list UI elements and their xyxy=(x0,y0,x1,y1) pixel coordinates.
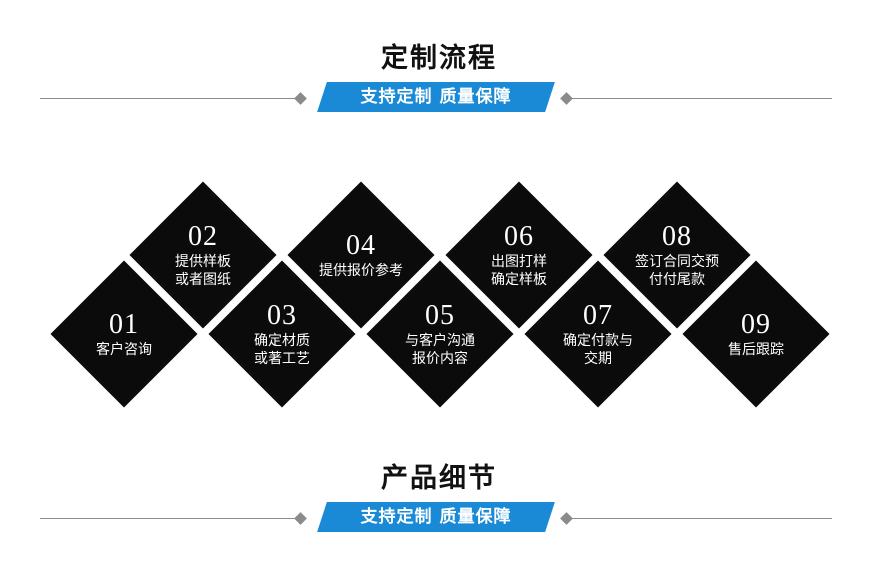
decorative-diamond-dot-left-bottom xyxy=(294,512,307,525)
top-section-title: 定制流程 xyxy=(381,43,497,74)
decorative-rule-right xyxy=(570,98,832,99)
decorative-rule-left xyxy=(40,98,300,99)
bottom-banner-text: 支持定制 质量保障 xyxy=(360,507,512,527)
bottom-section-title: 产品细节 xyxy=(381,463,497,494)
flow-step-diamond-shape xyxy=(682,260,830,408)
bottom-header-decoration-row: 支持定制 质量保障 xyxy=(0,502,878,536)
decorative-rule-right-bottom xyxy=(570,518,832,519)
decorative-diamond-dot-left xyxy=(294,92,307,105)
decorative-rule-left-bottom xyxy=(40,518,300,519)
top-section-header: 定制流程 支持定制 质量保障 xyxy=(0,42,878,116)
top-header-decoration-row: 支持定制 质量保障 xyxy=(0,82,878,116)
top-banner-text: 支持定制 质量保障 xyxy=(360,87,512,107)
bottom-section-header: 产品细节 支持定制 质量保障 xyxy=(0,462,878,536)
